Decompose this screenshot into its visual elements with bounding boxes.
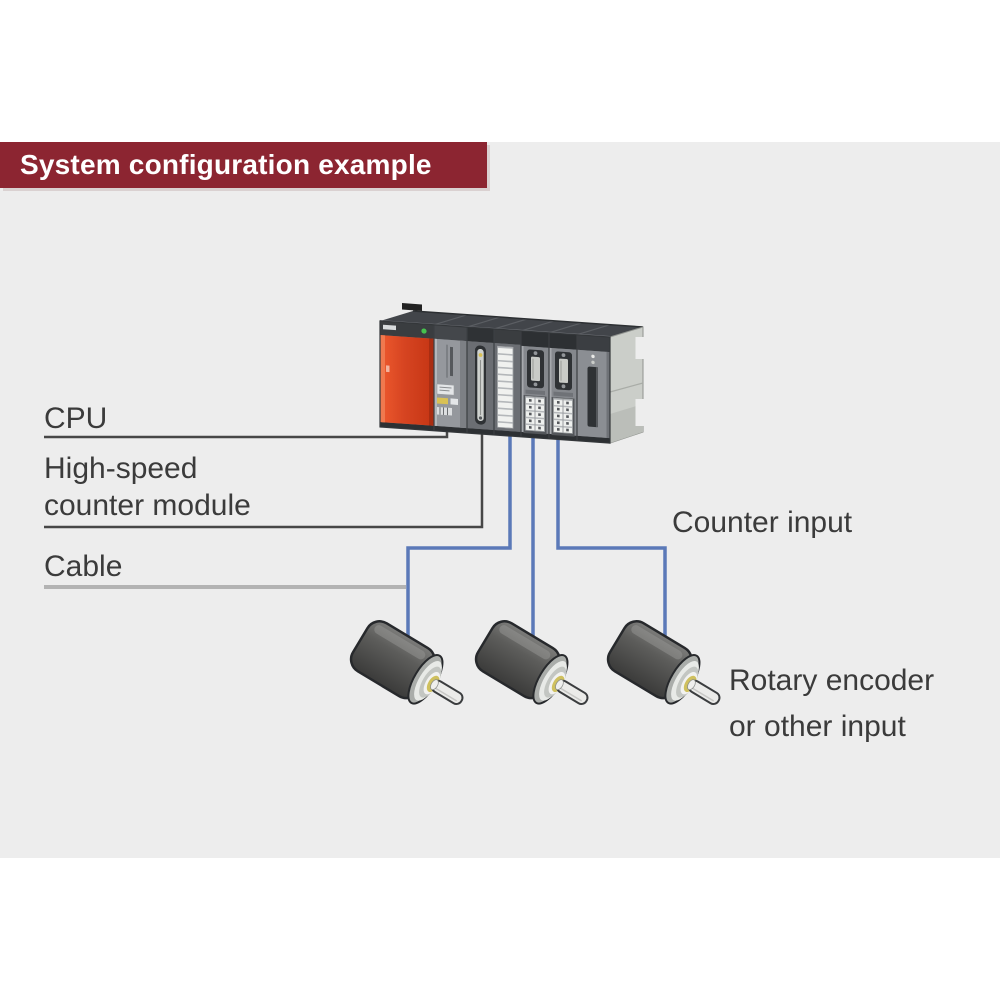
io-module-1 bbox=[521, 331, 549, 435]
power-led bbox=[421, 328, 427, 334]
plc-unit bbox=[379, 303, 645, 444]
power-supply-module bbox=[380, 321, 434, 426]
rotary-encoder-label-line2: or other input bbox=[729, 710, 906, 743]
section-title: System configuration example bbox=[20, 149, 432, 180]
cable-1 bbox=[406, 430, 512, 650]
cable-3 bbox=[556, 430, 667, 650]
rotary-encoder-label-line1: Rotary encoder bbox=[729, 664, 935, 697]
cpu-label: CPU bbox=[44, 400, 107, 437]
figure-background bbox=[0, 142, 1000, 858]
rotary-encoder-3 bbox=[601, 614, 735, 727]
rotary-encoder-1 bbox=[344, 614, 478, 727]
terminal-block-module bbox=[494, 328, 521, 432]
cpu-label-text: CPU bbox=[44, 402, 108, 435]
counter-module-pointer-line bbox=[44, 432, 484, 529]
rotary-encoder-2 bbox=[469, 614, 603, 727]
plc-top-tab bbox=[402, 303, 422, 311]
cpu-module bbox=[434, 324, 467, 429]
section-title-banner: System configuration example bbox=[0, 142, 487, 188]
high-speed-counter-label-line2: counter module bbox=[44, 489, 251, 522]
end-cover-module bbox=[577, 334, 610, 439]
counter-input-label: Counter input bbox=[672, 504, 852, 541]
cable-label-text: Cable bbox=[44, 550, 123, 583]
rotary-encoder-label: Rotary encoder or other input bbox=[729, 658, 934, 750]
io-module-2 bbox=[549, 333, 577, 437]
high-speed-counter-label-line1: High-speed bbox=[44, 452, 198, 485]
counter-input-label-text: Counter input bbox=[672, 506, 853, 539]
cable-label: Cable bbox=[44, 548, 122, 585]
high-speed-counter-label: High-speed counter module bbox=[44, 450, 251, 524]
plc-front-face bbox=[379, 320, 611, 443]
plc-side-panel bbox=[609, 326, 645, 444]
high-speed-counter-module bbox=[467, 327, 494, 430]
